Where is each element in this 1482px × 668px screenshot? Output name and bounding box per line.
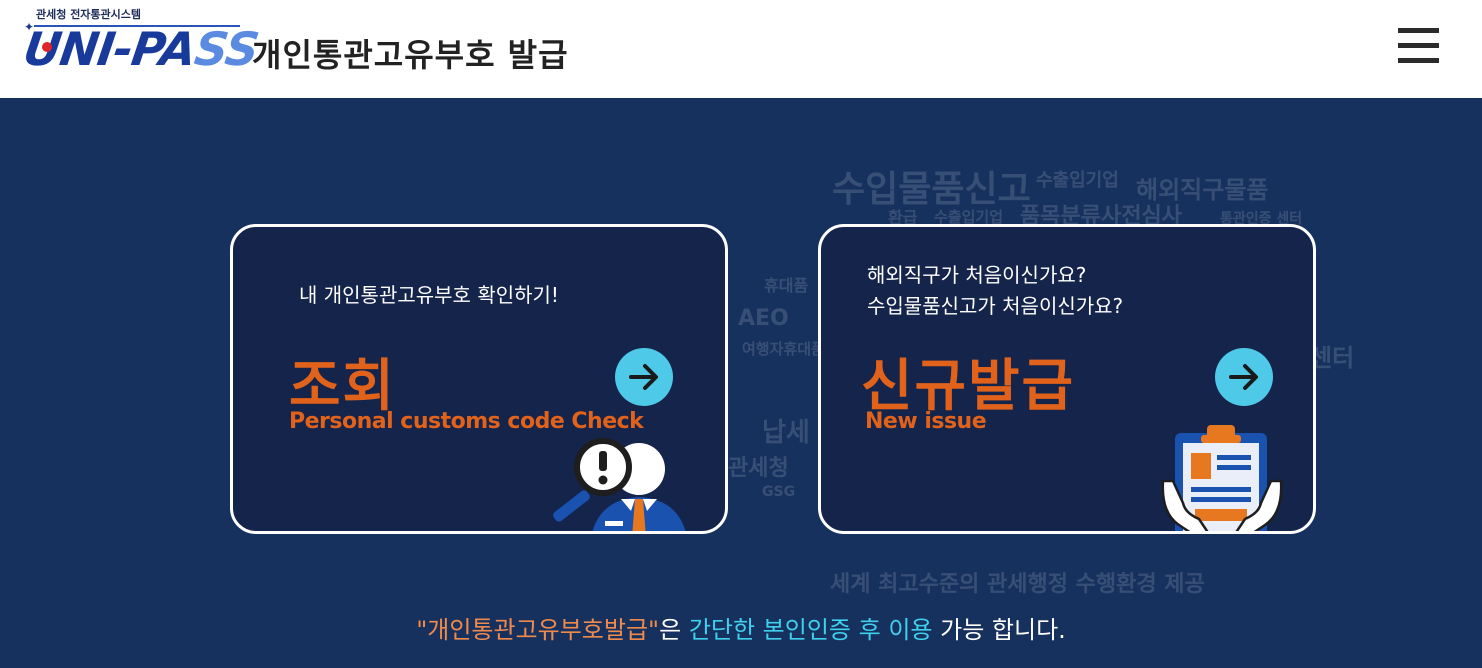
- new-issue-title: 신규발급: [861, 354, 1076, 419]
- bg-word: 휴대품: [764, 276, 809, 295]
- lookup-arrow-icon[interactable]: [615, 348, 673, 406]
- notice-highlight: 간단한 본인인증 후 이용: [688, 616, 933, 644]
- usage-notice: "개인통관고유부호발급"은 간단한 본인인증 후 이용 가능 합니다.: [0, 610, 1482, 645]
- new-issue-question-1: 해외직구가 처음이신가요?: [867, 263, 1087, 287]
- bg-word: GSG: [762, 484, 796, 500]
- new-issue-question-2: 수입물품신고가 처음이신가요?: [867, 294, 1124, 318]
- notice-text-end: 가능 합니다.: [932, 616, 1066, 644]
- bg-word: 센터: [1310, 344, 1355, 372]
- magnifier-person-icon: [551, 437, 701, 531]
- lookup-subtitle: Personal customs code Check: [289, 409, 644, 434]
- hamburger-menu-icon[interactable]: [1398, 28, 1440, 66]
- new-issue-arrow-icon[interactable]: [1215, 348, 1273, 406]
- lookup-title: 조회: [289, 354, 397, 419]
- bg-word: 관세청: [728, 456, 789, 481]
- notice-service-name: "개인통관고유부호발급": [416, 616, 660, 644]
- site-header: 관세청 전자통관시스템 ✦ UNI-PASS 개인통관고유부호 발급: [0, 0, 1482, 98]
- notice-text: 은: [659, 616, 689, 644]
- bg-word: 여행자휴대품: [742, 340, 825, 358]
- bg-word: 해외직구물품: [1136, 176, 1269, 204]
- lookup-question: 내 개인통관고유부호 확인하기!: [299, 283, 559, 307]
- bg-word: 세계 최고수준의 관세행정 수행환경 제공: [830, 572, 1205, 597]
- new-issue-card[interactable]: 해외직구가 처음이신가요? 수입물품신고가 처음이신가요? 신규발급 New i…: [818, 224, 1316, 534]
- clipboard-hands-icon: [1159, 421, 1289, 531]
- logo-dot-icon: [42, 42, 52, 52]
- new-issue-subtitle: New issue: [865, 409, 987, 434]
- logo-star-icon: ✦: [24, 20, 35, 34]
- bg-word: 수입물품신고: [832, 169, 1031, 210]
- lookup-card[interactable]: 내 개인통관고유부호 확인하기! 조회 Personal customs cod…: [230, 224, 728, 534]
- logo-subtitle: 관세청 전자통관시스템: [36, 8, 142, 21]
- bg-word: 납세: [762, 418, 810, 448]
- logo-wordmark: UNI-PASS: [20, 22, 261, 76]
- page-title: 개인통관고유부호 발급: [252, 36, 569, 74]
- bg-word: 수출입기업: [1036, 170, 1119, 191]
- logo-divider: [34, 25, 240, 27]
- bg-word: AEO: [738, 306, 789, 331]
- unipass-logo[interactable]: 관세청 전자통관시스템 ✦ UNI-PASS: [20, 6, 261, 80]
